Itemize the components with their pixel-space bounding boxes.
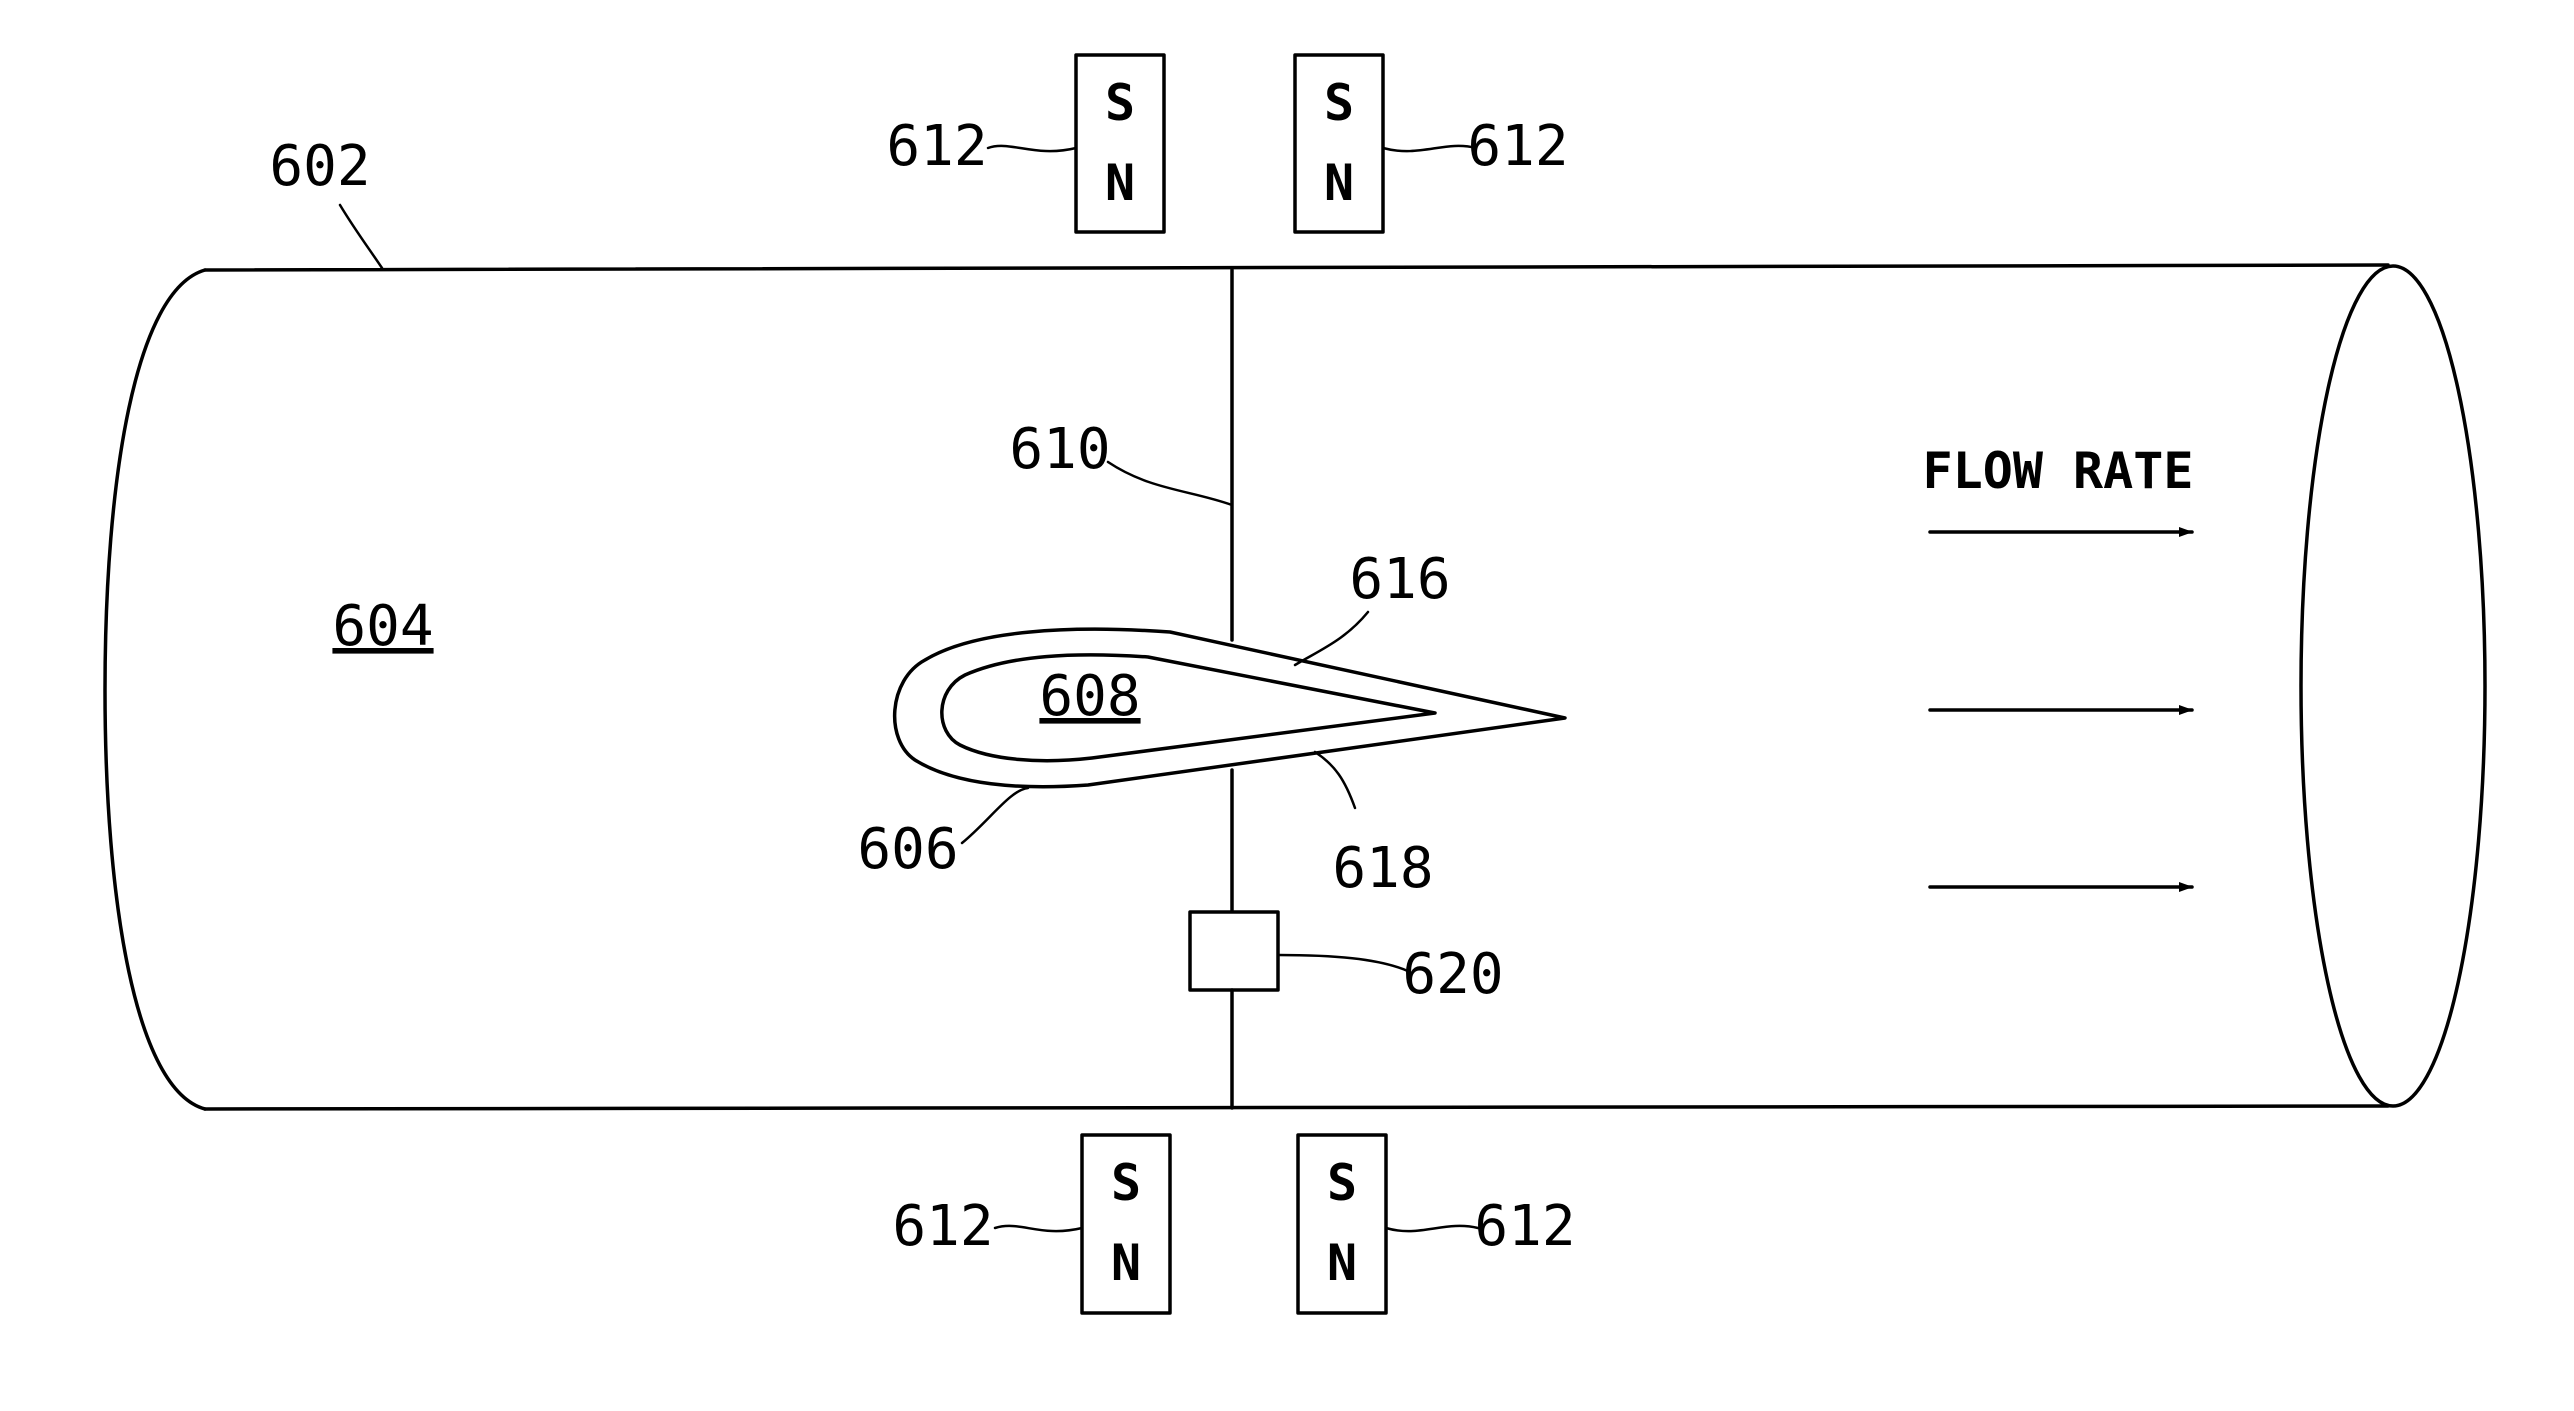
label-620: 620: [1402, 942, 1503, 1007]
label-606: 606: [857, 817, 958, 882]
magnet-south: S: [1324, 74, 1354, 132]
label-612-bottom-left: 612: [892, 1194, 993, 1259]
airfoil-outer: [895, 629, 1565, 787]
magnet-north: N: [1327, 1234, 1357, 1292]
airfoil-inner: [942, 655, 1435, 761]
magnet-top-right: S N: [1295, 55, 1383, 232]
sensor-box: [1190, 912, 1278, 990]
label-602: 602: [269, 134, 370, 199]
flow-rate-title: FLOW RATE: [1923, 442, 2194, 500]
pipe-left-end: [105, 270, 205, 1109]
pipe-top-edge: [205, 265, 2388, 270]
magnet-south: S: [1111, 1154, 1141, 1212]
leader-612-bottom-right: [1386, 1226, 1478, 1231]
pipe-right-opening: [2301, 266, 2485, 1106]
magnet-north: N: [1105, 154, 1135, 212]
magnet-south: S: [1327, 1154, 1357, 1212]
leader-620: [1278, 955, 1410, 972]
leader-612-bottom-left: [995, 1226, 1082, 1231]
leader-602: [340, 205, 382, 268]
label-616: 616: [1349, 547, 1450, 612]
pipe-bottom-edge: [205, 1106, 2388, 1109]
airfoil: [895, 629, 1565, 787]
magnet-top-left: S N: [1076, 55, 1164, 232]
leader-610: [1108, 462, 1232, 505]
magnet-south: S: [1105, 74, 1135, 132]
label-604: 604: [332, 594, 433, 659]
label-612-top-right: 612: [1467, 114, 1568, 179]
leader-616: [1295, 612, 1368, 665]
magnet-north: N: [1324, 154, 1354, 212]
flow-arrows: [1930, 532, 2192, 887]
label-612-top-left: 612: [886, 114, 987, 179]
magnet-bottom-right: S N: [1298, 1135, 1386, 1313]
reference-labels: 602 604 606 608 610 612 612 612 612 616 …: [269, 114, 1575, 1259]
leader-618: [1315, 752, 1355, 808]
label-618: 618: [1332, 836, 1433, 901]
leader-606: [962, 788, 1028, 843]
leader-612-top-right: [1383, 146, 1476, 151]
magnet-north: N: [1111, 1234, 1141, 1292]
label-610: 610: [1009, 417, 1110, 482]
label-612-bottom-right: 612: [1474, 1194, 1575, 1259]
leader-612-top-left: [988, 146, 1076, 151]
magnet-bottom-left: S N: [1082, 1135, 1170, 1313]
label-608: 608: [1039, 664, 1140, 729]
